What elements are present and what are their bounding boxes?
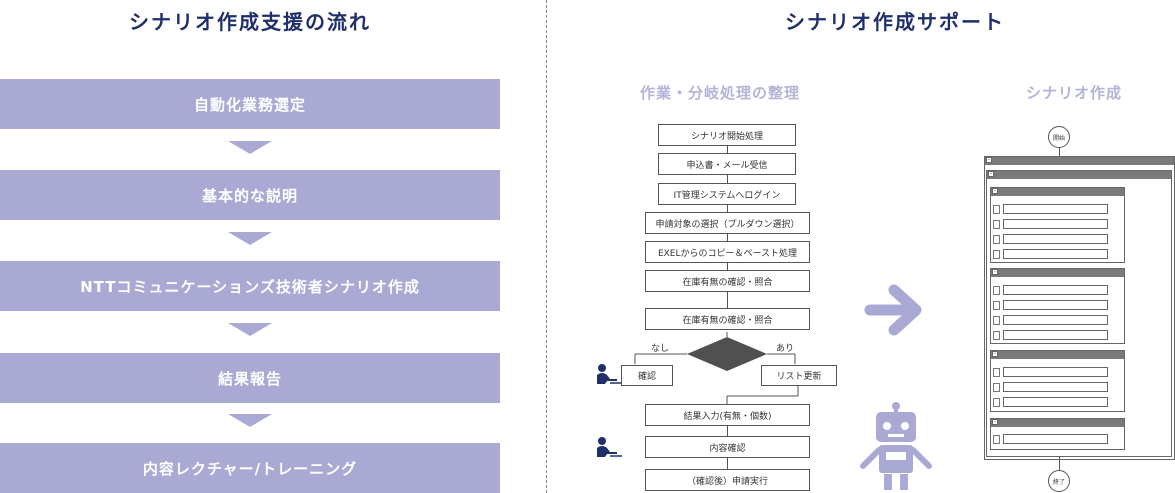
activity-icon (993, 331, 1000, 340)
collapse-icon: - (992, 268, 998, 275)
right-title: シナリオ作成サポート (785, 10, 1005, 34)
flow-step: 申請対象の選択（プルダウン選択） (645, 212, 810, 234)
collapse-icon: - (992, 350, 998, 357)
activity-row (993, 367, 1108, 377)
branch-yes-label: あり (776, 344, 795, 354)
collapse-icon: - (988, 170, 994, 177)
step-automation-selection: 自動化業務選定 (0, 79, 500, 129)
activity-group: - (990, 187, 1125, 263)
activity-icon (993, 383, 1000, 392)
flow-step: IT管理システムへログイン (658, 183, 796, 205)
activity-group: - (990, 350, 1125, 412)
left-title: シナリオ作成支援の流れ (129, 10, 371, 34)
activity-icon (993, 286, 1000, 295)
collapse-icon: - (992, 418, 998, 425)
down-arrow-icon (228, 232, 272, 245)
flow-step: 結果入力(有無・個数) (645, 404, 810, 426)
activity-row (993, 397, 1108, 407)
activity-row (993, 382, 1108, 392)
step-scenario-creation: NTTコミュニケーションズ技術者シナリオ作成 (0, 261, 500, 311)
flow-subtitle: 作業・分岐処理の整理 (640, 84, 801, 102)
activity-row (993, 300, 1108, 310)
down-arrow-icon (228, 414, 272, 427)
down-arrow-icon (228, 323, 272, 336)
activity-icon (993, 368, 1000, 377)
scenario-subtitle: シナリオ作成 (1026, 84, 1123, 102)
activity-group: - (990, 418, 1125, 450)
activity-row (993, 249, 1108, 259)
panel-header: - (987, 171, 1171, 179)
confirm-box: 確認 (621, 365, 673, 386)
collapse-icon: - (986, 156, 992, 163)
activity-icon (993, 250, 1000, 259)
flow-step: 在庫有無の確認・照合 (645, 270, 810, 292)
activity-icon (993, 220, 1000, 229)
activity-icon (993, 235, 1000, 244)
panel-header: - (991, 188, 1124, 196)
activity-row (993, 285, 1108, 295)
start-node: 開始 (1048, 126, 1070, 148)
activity-row (993, 204, 1108, 214)
flow-step: （確認後）申請実行 (645, 469, 810, 491)
list-update-box: リスト更新 (761, 365, 837, 386)
robot-icon (860, 402, 932, 490)
collapse-icon: - (992, 187, 998, 194)
activity-row (993, 219, 1108, 229)
person-icon (597, 364, 622, 384)
panel-header: - (991, 269, 1124, 277)
right-arrow-icon (864, 284, 922, 336)
activity-icon (993, 301, 1000, 310)
step-result-report: 結果報告 (0, 353, 500, 403)
flow-step: シナリオ開始処理 (658, 124, 796, 146)
activity-row (993, 315, 1108, 325)
end-node: 終了 (1048, 470, 1070, 492)
flow-step: 内容確認 (645, 436, 810, 458)
panel-header: - (991, 351, 1124, 359)
step-basic-explanation: 基本的な説明 (0, 170, 500, 220)
scenario-connector (1059, 456, 1060, 472)
activity-group: - (990, 268, 1125, 344)
flow-step: EXELからのコピー＆ペースト処理 (645, 241, 810, 263)
panel-header: - (991, 419, 1124, 427)
flow-step: 申込書・メール受信 (658, 153, 796, 175)
decision-diamond (634, 332, 796, 371)
section-divider (546, 0, 547, 493)
branch-no-label: なし (651, 344, 670, 354)
branch-merge-lines (726, 386, 799, 406)
activity-icon (993, 398, 1000, 407)
flow-step: 在庫有無の確認・照合 (645, 308, 810, 330)
step-training: 内容レクチャー/トレーニング (0, 443, 500, 493)
activity-row (993, 234, 1108, 244)
person-icon (597, 437, 622, 457)
activity-icon (993, 205, 1000, 214)
activity-icon (993, 316, 1000, 325)
down-arrow-icon (228, 141, 272, 154)
activity-row (993, 434, 1108, 444)
panel-header: - (985, 157, 1174, 165)
activity-row (993, 330, 1108, 340)
activity-icon (993, 435, 1000, 444)
